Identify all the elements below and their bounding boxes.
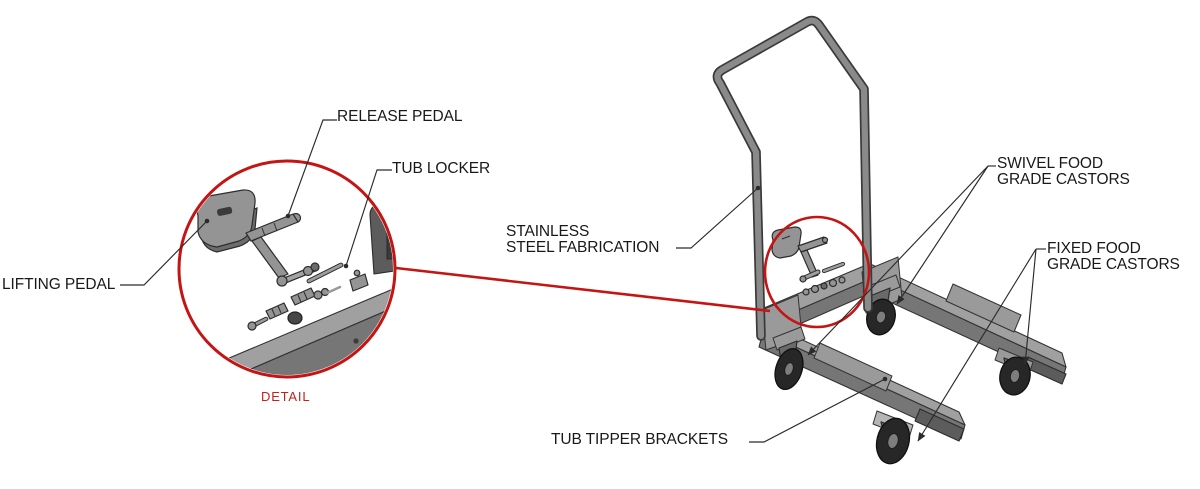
fixed-castor-front <box>872 410 914 465</box>
leader-fixed-a <box>1022 248 1037 366</box>
leader-tub-tipper <box>749 378 886 443</box>
leader-swivel-a <box>896 165 989 305</box>
label-stainless-line2: STEEL FABRICATION <box>506 238 660 256</box>
label-fixed-line2: GRADE CASTORS <box>1047 255 1180 273</box>
label-swivel-castors: SWIVEL FOOD GRADE CASTORS <box>997 156 1130 187</box>
pedal-mechanism-small <box>771 226 846 296</box>
leader-release-pedal <box>287 119 337 217</box>
leader-tub-locker <box>345 169 392 267</box>
leader-stainless <box>676 187 759 249</box>
detail-view <box>177 159 397 379</box>
label-tub-tipper-brackets: TUB TIPPER BRACKETS <box>551 431 728 448</box>
detail-contents <box>196 189 393 375</box>
leader-lifting-pedal <box>120 220 208 286</box>
highlight-circle-on-trolley <box>763 215 871 329</box>
detail-circle <box>177 159 397 379</box>
label-stainless-steel-fabrication: STAINLESS STEEL FABRICATION <box>506 224 659 255</box>
fixed-castor-right <box>994 347 1034 396</box>
label-stainless-line1: STAINLESS <box>506 223 590 240</box>
detail-caption: DETAIL <box>261 389 311 404</box>
leader-lines <box>120 119 1046 443</box>
label-swivel-line1: SWIVEL FOOD <box>997 155 1103 172</box>
handle-tube <box>712 15 873 341</box>
leader-swivel-b <box>807 165 989 356</box>
swivel-castor-rear-left <box>772 326 806 391</box>
leader-fixed-b <box>917 248 1037 442</box>
label-tub-locker: TUB LOCKER <box>392 160 491 177</box>
label-fixed-line1: FIXED FOOD <box>1047 240 1141 257</box>
label-fixed-castors: FIXED FOOD GRADE CASTORS <box>1047 241 1180 272</box>
label-lifting-pedal: LIFTING PEDAL <box>2 276 116 293</box>
trolley <box>712 15 1067 465</box>
left-fork-arm <box>756 294 966 442</box>
label-swivel-line2: GRADE CASTORS <box>997 170 1130 188</box>
label-release-pedal: RELEASE PEDAL <box>337 108 463 125</box>
detail-connector-line <box>395 266 771 313</box>
